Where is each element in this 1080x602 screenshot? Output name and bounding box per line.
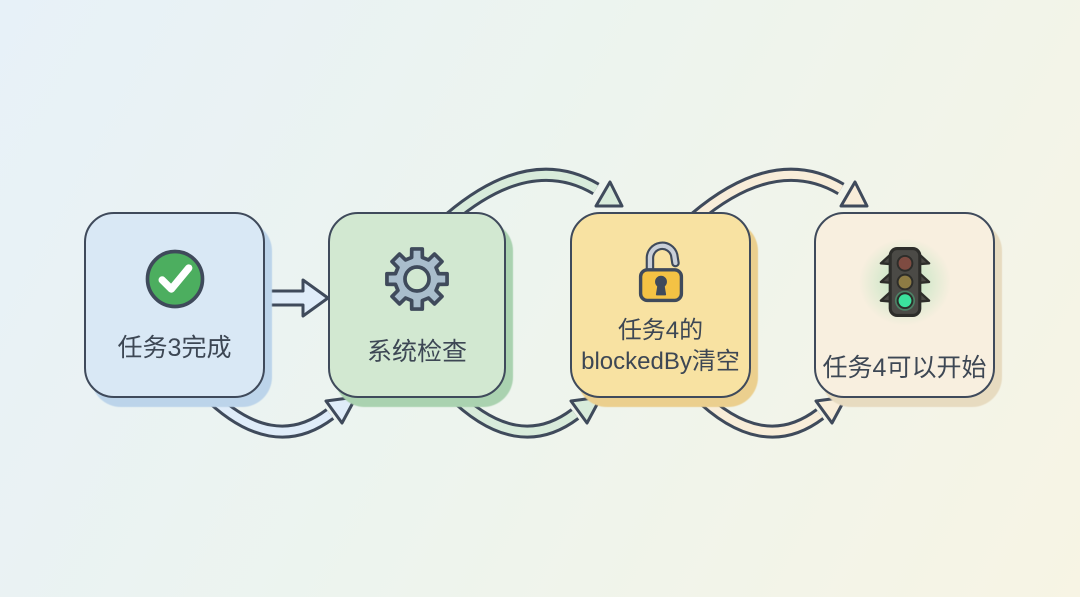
node-label-system-check: 系统检查 <box>366 338 467 366</box>
node-label-line1: 任务4的 <box>617 317 704 345</box>
check-circle-icon <box>142 246 208 312</box>
arrow-check-to-blocked-top <box>445 167 624 224</box>
node-blockedby-clear: 任务4的 blockedBy清空 <box>570 212 751 398</box>
bottom-edge-strip <box>0 597 1080 602</box>
traffic-light-icon <box>877 237 933 327</box>
gear-icon <box>380 242 454 316</box>
unlock-icon <box>627 232 695 306</box>
traffic-light-glow <box>845 226 964 338</box>
node-task3-complete: 任务3完成 <box>84 212 265 398</box>
node-label-task3-complete: 任务3完成 <box>117 334 232 362</box>
node-label-blockedby-clear: 任务4的 blockedBy清空 <box>581 316 740 377</box>
arrow-task3-to-check-bottom <box>201 387 358 439</box>
node-label-line2: blockedBy清空 <box>581 348 740 375</box>
arrow-blocked-to-start-top <box>690 167 869 224</box>
arrow-task3-to-check-straight <box>255 278 330 318</box>
arrow-blocked-to-start-bottom <box>691 387 848 439</box>
node-task4-can-start: 任务4可以开始 <box>814 212 995 398</box>
node-label-task4-can-start: 任务4可以开始 <box>822 354 987 382</box>
arrow-check-to-blocked-bottom <box>446 387 603 439</box>
node-system-check: 系统检查 <box>328 212 506 398</box>
